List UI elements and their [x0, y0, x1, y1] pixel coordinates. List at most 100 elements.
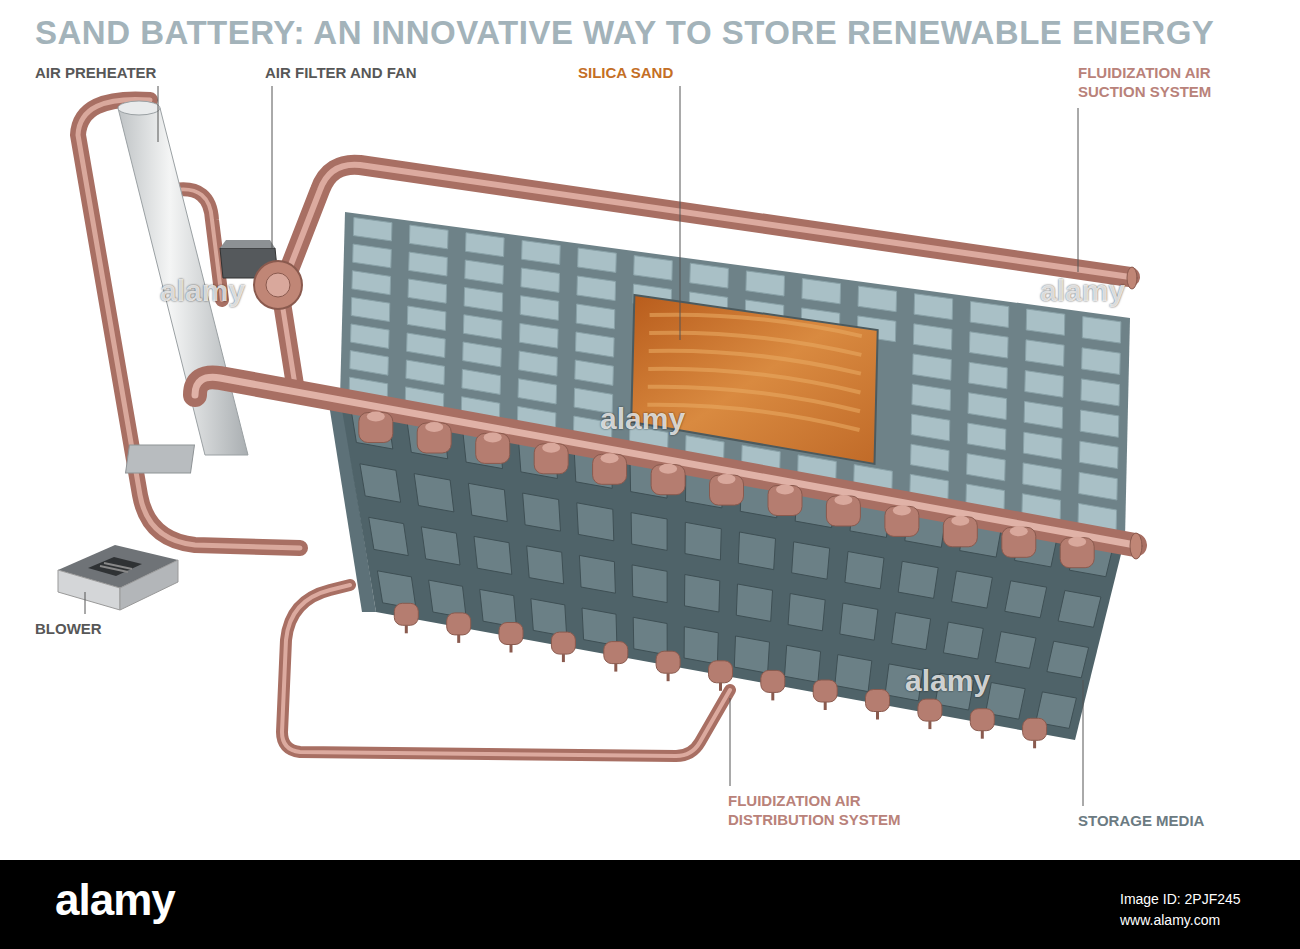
suction-nozzle — [476, 433, 510, 463]
grid-cell — [736, 584, 772, 621]
distribution-nozzle — [447, 613, 471, 635]
grid-cell — [421, 527, 460, 565]
pipes-back — [78, 99, 1130, 756]
grid-cell — [835, 655, 872, 692]
grid-cell — [577, 503, 614, 541]
suction-nozzle — [417, 423, 451, 453]
distribution-nozzle — [918, 699, 942, 721]
nozzle-cap — [425, 422, 443, 432]
part-label: AIR PREHEATER — [35, 64, 156, 83]
grid-cell — [474, 536, 512, 574]
grid-cell — [968, 393, 1007, 420]
grid-cell — [1058, 591, 1101, 628]
grid-cell — [582, 608, 617, 646]
nozzle-tip — [405, 625, 408, 633]
grid-cell — [969, 362, 1008, 389]
distribution-nozzle — [866, 690, 890, 712]
grid-cell — [1082, 317, 1121, 344]
grid-cell — [407, 333, 446, 358]
grid-cell — [519, 351, 558, 376]
grid-cell — [351, 410, 393, 449]
part-label: FLUIDIZATION AIR DISTRIBUTION SYSTEM — [728, 792, 933, 830]
grid-cell — [967, 423, 1006, 450]
nozzle-cap — [776, 485, 794, 495]
grid-cell — [911, 414, 950, 441]
grid-cell — [576, 304, 615, 329]
suction-nozzle — [885, 506, 919, 536]
grid-cell — [684, 627, 718, 664]
grid-cell — [353, 218, 392, 241]
suction-nozzle — [1060, 538, 1094, 568]
grid-cell — [792, 542, 830, 579]
nozzle-tip — [771, 692, 774, 700]
grid-cell — [631, 513, 667, 551]
watermark: alamy — [160, 272, 245, 310]
storage-top-face — [340, 212, 1130, 538]
grid-cell — [633, 617, 667, 655]
grid-cell — [1023, 432, 1062, 459]
grid-cell — [466, 233, 505, 257]
air-preheater — [118, 101, 248, 473]
grid-cell — [576, 332, 615, 357]
grid-cell — [632, 565, 667, 603]
nozzles — [359, 412, 1094, 749]
grid-cell — [1026, 309, 1065, 335]
nozzle-tip — [667, 673, 670, 681]
grid-cell — [1024, 401, 1063, 428]
distribution-nozzle — [394, 603, 418, 625]
nozzle-tip — [876, 712, 879, 720]
nozzle-cap — [893, 505, 911, 515]
grid-cell — [527, 546, 564, 584]
grid-cell — [369, 517, 409, 555]
grid-cell — [351, 324, 390, 348]
grid-cell — [1023, 463, 1062, 491]
grid-cell — [414, 474, 454, 512]
distribution-nozzle — [813, 680, 837, 702]
grid-cell — [634, 256, 673, 281]
grid-cell — [464, 287, 503, 311]
part-label: STORAGE MEDIA — [1078, 812, 1204, 831]
grid-cell — [429, 580, 467, 618]
grid-cell — [351, 297, 390, 321]
grid-cell — [1047, 641, 1089, 678]
suction-nozzle — [593, 454, 627, 484]
grid-cell — [913, 324, 952, 350]
grid-cell — [523, 493, 561, 531]
grid-cell — [465, 260, 504, 284]
grid-cell — [409, 225, 448, 249]
part-label: BLOWER — [35, 620, 102, 639]
footer-bar — [0, 860, 1300, 949]
grid-cell — [952, 571, 993, 608]
silica-sand — [631, 295, 878, 464]
grid-cell — [579, 555, 615, 593]
grid-cell — [911, 444, 950, 471]
grid-cell — [577, 276, 616, 301]
distribution-nozzle — [761, 670, 785, 692]
footer-text: Image ID: 2PJF245 — [1120, 891, 1241, 909]
distribution-nozzle — [551, 632, 575, 654]
grid-cell — [785, 645, 821, 682]
grid-cell — [463, 315, 502, 340]
nozzle-cap — [1010, 526, 1028, 536]
grid-cell — [468, 483, 507, 521]
nozzle-tip — [457, 635, 460, 643]
grid-cell — [360, 464, 401, 503]
grid-cell — [738, 532, 775, 570]
watermark: alamy — [600, 400, 685, 438]
watermark: alamy — [1040, 272, 1125, 310]
watermark: alamy — [905, 662, 990, 700]
title: SAND BATTERY: AN INNOVATIVE WAY TO STORE… — [35, 12, 1214, 53]
grid-cell — [802, 279, 841, 304]
part-label: FLUIDIZATION AIR SUCTION SYSTEM — [1078, 64, 1258, 102]
grid-cell — [1082, 348, 1121, 375]
suction-nozzle — [710, 475, 744, 505]
nozzle-cap — [601, 453, 619, 463]
grid-cell — [575, 360, 614, 385]
grid-cell — [531, 599, 567, 637]
grid-cell — [746, 271, 785, 296]
suction-nozzle — [534, 444, 568, 474]
grid-cell — [969, 332, 1008, 358]
grid-cell — [519, 323, 558, 348]
grid-cell — [462, 369, 501, 394]
